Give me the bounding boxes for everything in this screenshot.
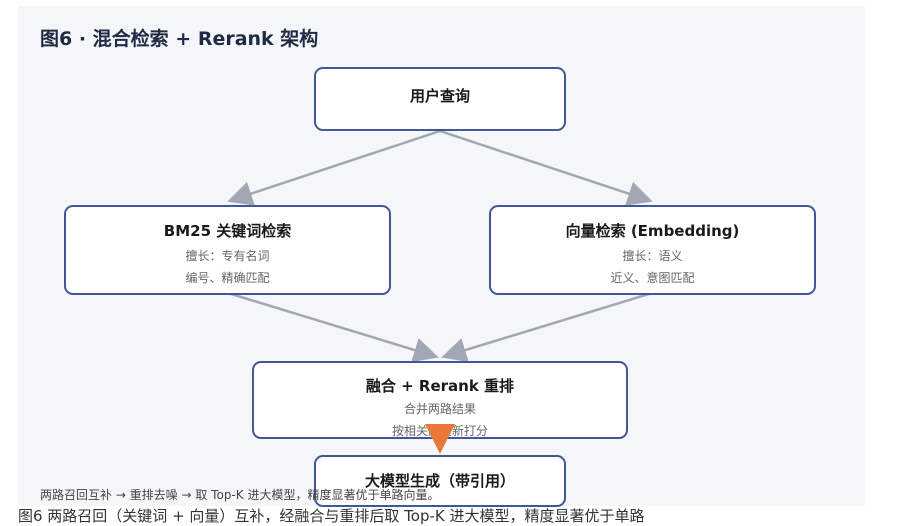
node-bm25-line-2: 编号、精确匹配: [185, 271, 270, 285]
node-bm25-line-1: 擅长：专有名词: [185, 249, 270, 263]
node-vector-title: 向量检索 (Embedding): [565, 222, 740, 240]
connector-arrows: [227, 129, 653, 363]
arrow-vector-to-fusion: [441, 291, 653, 363]
node-llm-title: 大模型生成（带引用）: [364, 472, 515, 490]
figure-caption: 两路召回互补 → 重排去噪 → 取 Top-K 进大模型，精度显著优于单路向量。: [40, 488, 440, 502]
node-vector-line-2: 近义、意图匹配: [610, 271, 695, 285]
node-vector-line-1: 擅长：语义: [622, 249, 683, 263]
arrow-bm25-to-fusion: [227, 291, 439, 363]
node-fusion-title: 融合 + Rerank 重排: [365, 377, 515, 395]
figure-title: 图6 · 混合检索 + Rerank 架构: [40, 28, 319, 50]
node-fusion-line-1: 合并两路结果: [403, 402, 476, 416]
accent-arrow-layer: [425, 424, 455, 454]
node-vector-search: 向量检索 (Embedding) 擅长：语义 近义、意图匹配: [489, 205, 816, 295]
node-bm25-title: BM25 关键词检索: [163, 222, 292, 240]
truncated-text-line: 图6 两路召回（关键词 + 向量）互补，经融合与重排后取 Top-K 进大模型，…: [18, 507, 645, 525]
arrow-query-to-bm25: [227, 129, 441, 206]
node-user-query-title: 用户查询: [409, 87, 470, 105]
node-user-query: 用户查询: [314, 67, 566, 131]
arrow-query-to-vector: [439, 129, 653, 206]
node-bm25-search: BM25 关键词检索 擅长：专有名词 编号、精确匹配: [64, 205, 391, 295]
node-llm-generation: 大模型生成（带引用）: [314, 455, 566, 507]
